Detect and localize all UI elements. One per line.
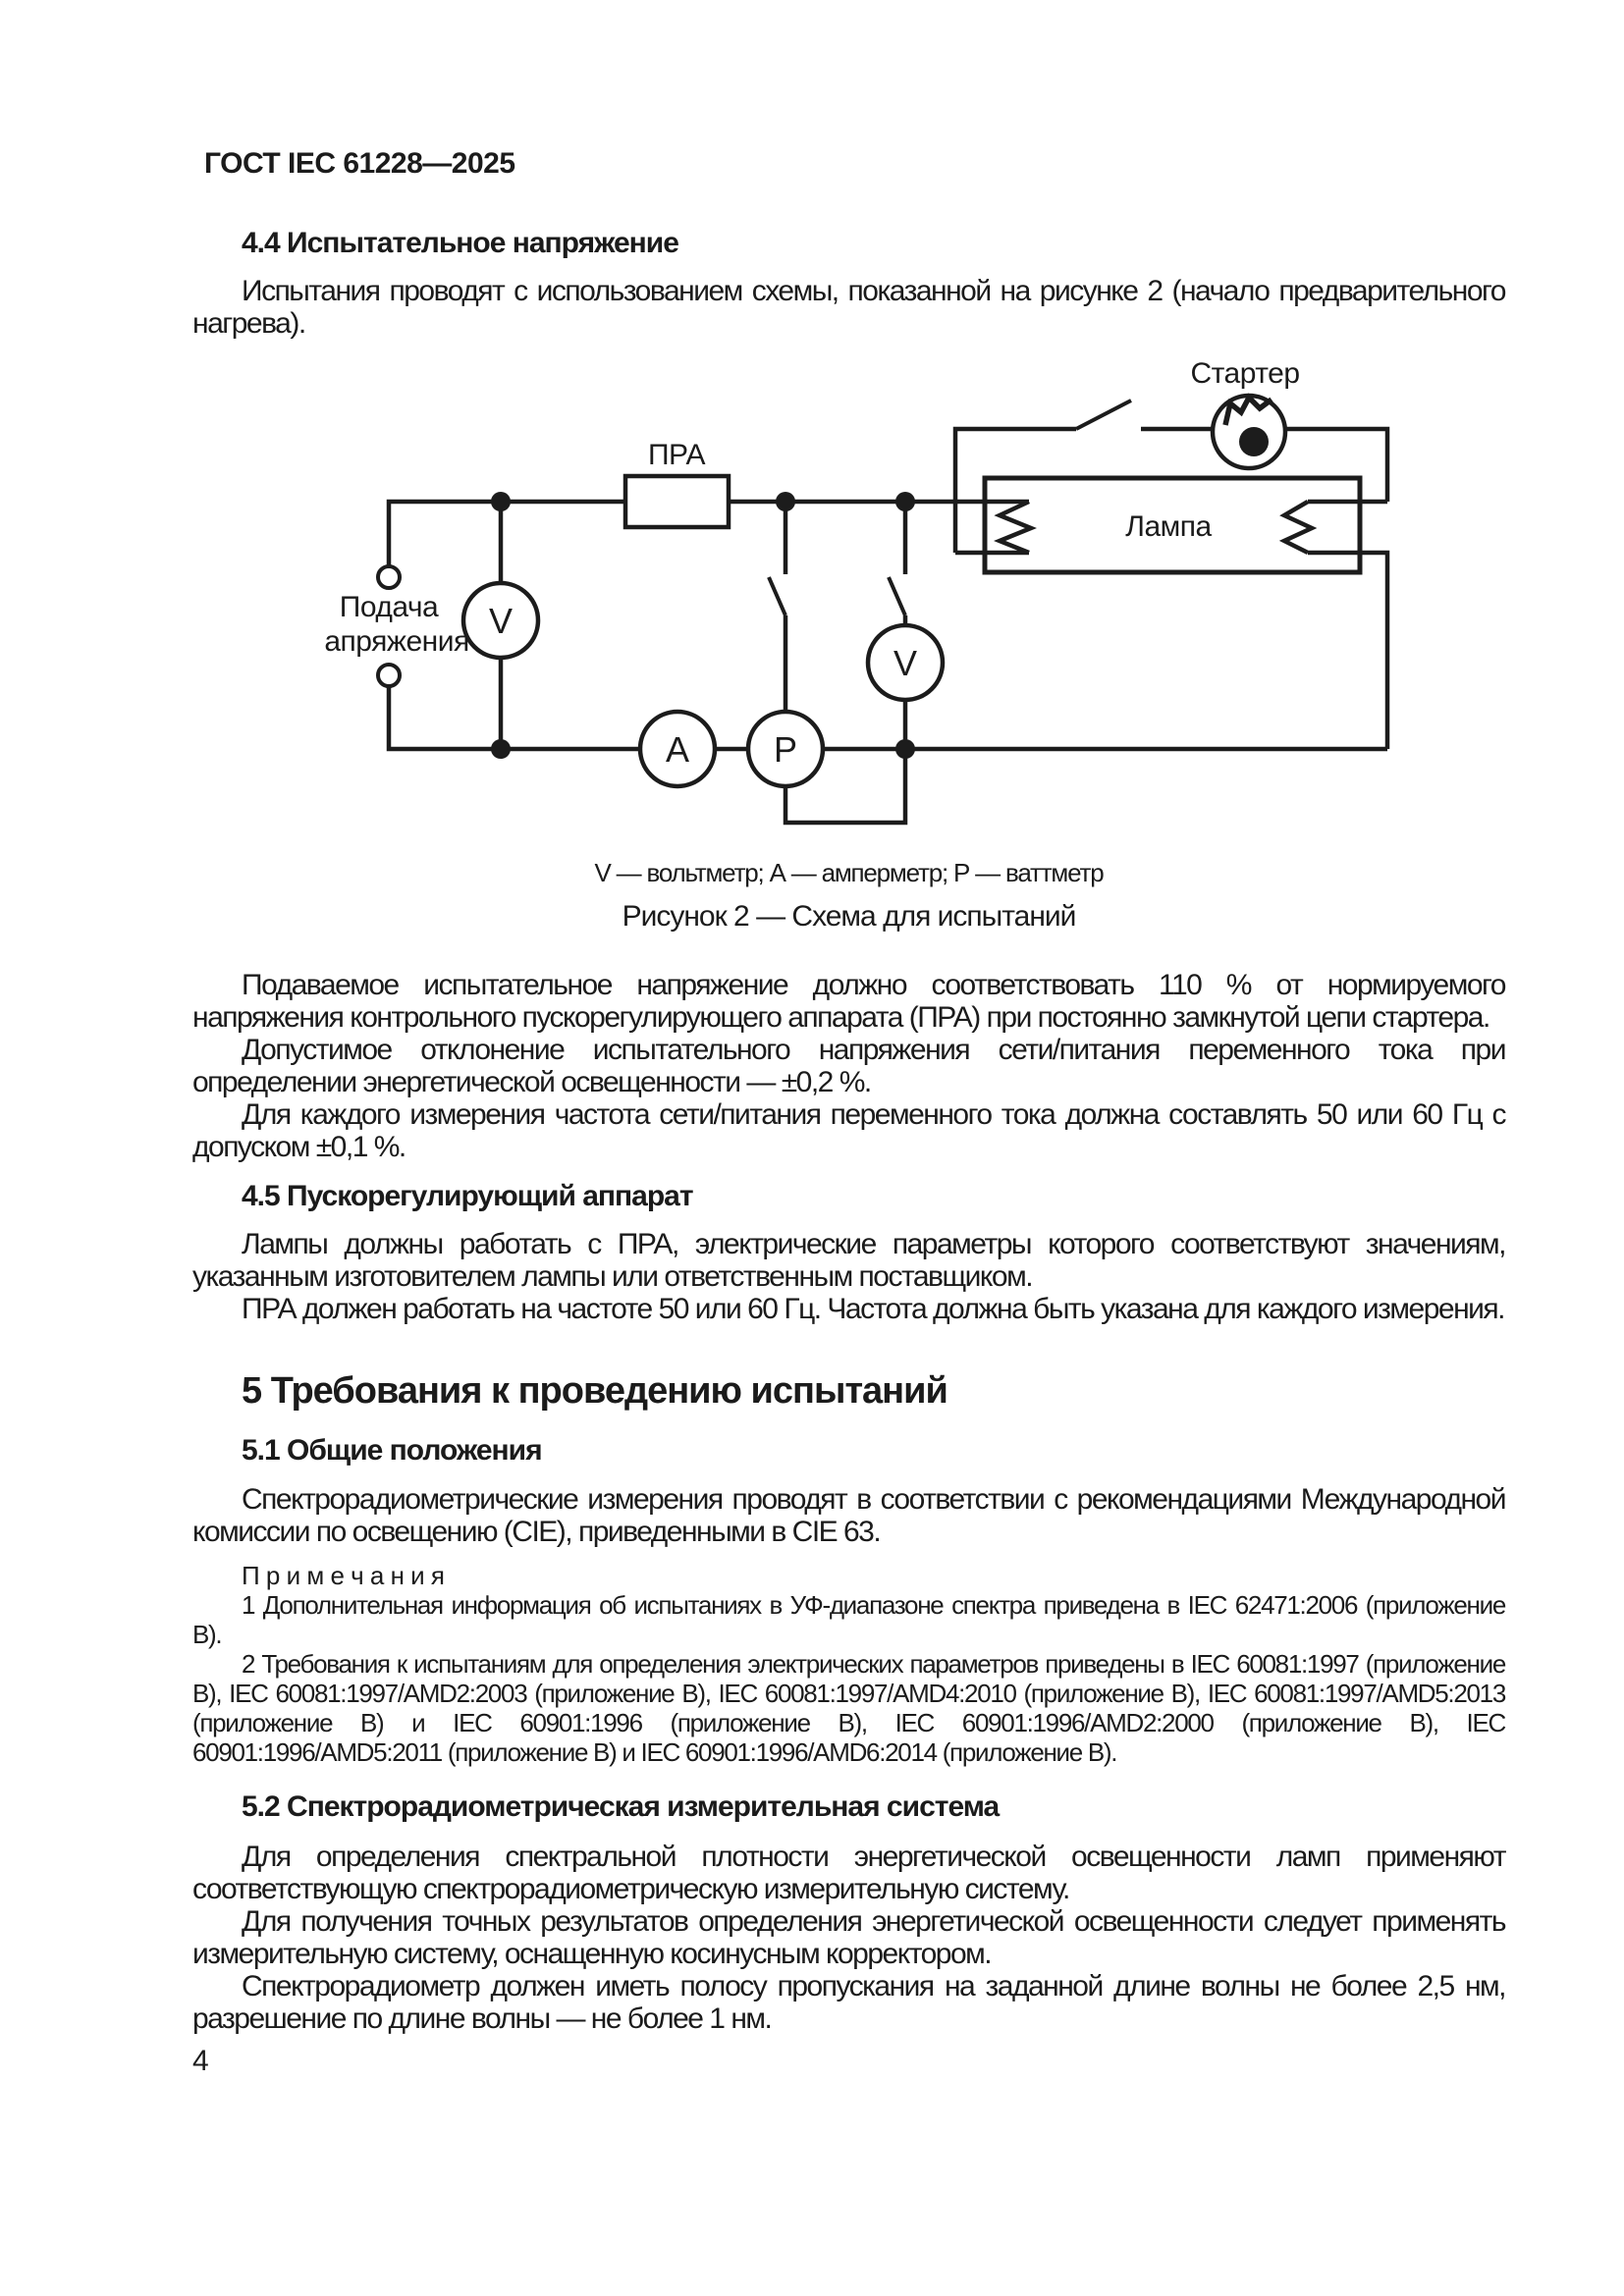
circuit-schematic: Подача напряжения V ПРА V bbox=[324, 357, 1390, 826]
wattmeter-voltage-loop bbox=[783, 749, 908, 826]
figure-2-diagram: Подача напряжения V ПРА V bbox=[192, 355, 1505, 852]
heading-5: 5 Требования к проведению испытаний bbox=[242, 1370, 948, 1412]
switch-blade-wattmeter bbox=[767, 576, 787, 616]
starter-bimetal-icon bbox=[1222, 393, 1273, 426]
note-2: 2 Требования к испытаниям для определени… bbox=[192, 1649, 1506, 1767]
starter-label: Стартер bbox=[1190, 357, 1299, 390]
starter-loop-wires bbox=[952, 426, 1390, 553]
paragraph-cosine-corrector: Для получения точных результатов определ… bbox=[192, 1905, 1507, 1970]
page-number: 4 bbox=[192, 2045, 209, 2077]
lamp-filament-right bbox=[1278, 499, 1390, 749]
ballast-label: ПРА bbox=[648, 439, 706, 471]
starter-electrode-dot bbox=[1239, 427, 1269, 456]
voltmeter-lamp-circle bbox=[865, 622, 946, 703]
paragraph-spectro-system: Для определения спектральной плотности э… bbox=[192, 1841, 1507, 1905]
wattmeter-letter: P bbox=[774, 729, 797, 770]
heading-4-4: 4.4 Испытательное напряжение bbox=[242, 227, 679, 259]
paragraph-intro: Испытания проводят с использованием схем… bbox=[192, 275, 1507, 340]
heading-5-1: 5.1 Общие положения bbox=[242, 1434, 543, 1467]
heading-4-5: 4.5 Пускорегулирующий аппарат bbox=[242, 1180, 694, 1212]
lamp-box bbox=[982, 475, 1363, 575]
paragraph-lamps-ballast: Лампы должны работать с ПРА, электрическ… bbox=[192, 1228, 1507, 1293]
ballast-box bbox=[623, 473, 731, 530]
document-code: ГОСТ IEC 61228—2025 bbox=[204, 147, 515, 180]
switch-blade-voltmeter bbox=[887, 576, 907, 616]
lamp-label: Лампа bbox=[1125, 510, 1212, 543]
bottom-return-wire bbox=[386, 686, 1387, 752]
switch-blade-starter bbox=[1075, 399, 1132, 431]
ammeter-letter: A bbox=[666, 729, 689, 770]
note-1: 1 Дополнительная информация об испытания… bbox=[192, 1590, 1506, 1649]
paragraph-cie: Спектрорадиометрические измерения провод… bbox=[192, 1483, 1507, 1548]
voltmeter-supply-circle bbox=[460, 580, 541, 661]
supply-label-line2: напряжения bbox=[324, 625, 469, 658]
junction-dot-top-left bbox=[491, 492, 511, 511]
junction-dot-bottom-left bbox=[491, 739, 511, 759]
junction-dot-ballast-right bbox=[776, 492, 795, 511]
paragraph-ballast-frequency: ПРА должен работать на частоте 50 или 60… bbox=[242, 1293, 1505, 1325]
lamp-filament-left bbox=[955, 499, 1037, 556]
voltmeter-lamp-letter: V bbox=[893, 643, 917, 683]
notes-label: П р и м е ч а н и я bbox=[242, 1561, 445, 1590]
supply-label-line1: Подача bbox=[340, 591, 439, 623]
supply-terminal-top bbox=[376, 564, 402, 590]
figure-legend: V — вольтметр; А — амперметр; Р — ваттме… bbox=[594, 858, 1105, 887]
paragraph-bandwidth: Спектрорадиометр должен иметь полосу про… bbox=[192, 1970, 1507, 2035]
paragraph-tolerance: Допустимое отклонение испытательного нап… bbox=[192, 1034, 1507, 1098]
voltmeter-supply-letter: V bbox=[489, 601, 513, 641]
junction-dot-lamp-top bbox=[895, 492, 915, 511]
heading-5-2: 5.2 Спектрорадиометрическая измерительна… bbox=[242, 1790, 1000, 1823]
supply-terminal-bottom bbox=[376, 663, 402, 688]
paragraph-frequency: Для каждого измерения частота сети/питан… bbox=[192, 1098, 1507, 1163]
ammeter-circle bbox=[637, 709, 718, 789]
paragraph-supply-voltage: Подаваемое испытательное напряжение долж… bbox=[192, 969, 1507, 1034]
content-block: ГОСТ IEC 61228—2025 4.4 Испытательное на… bbox=[192, 147, 1507, 2078]
figure-caption: Рисунок 2 — Схема для испытаний bbox=[622, 900, 1077, 933]
